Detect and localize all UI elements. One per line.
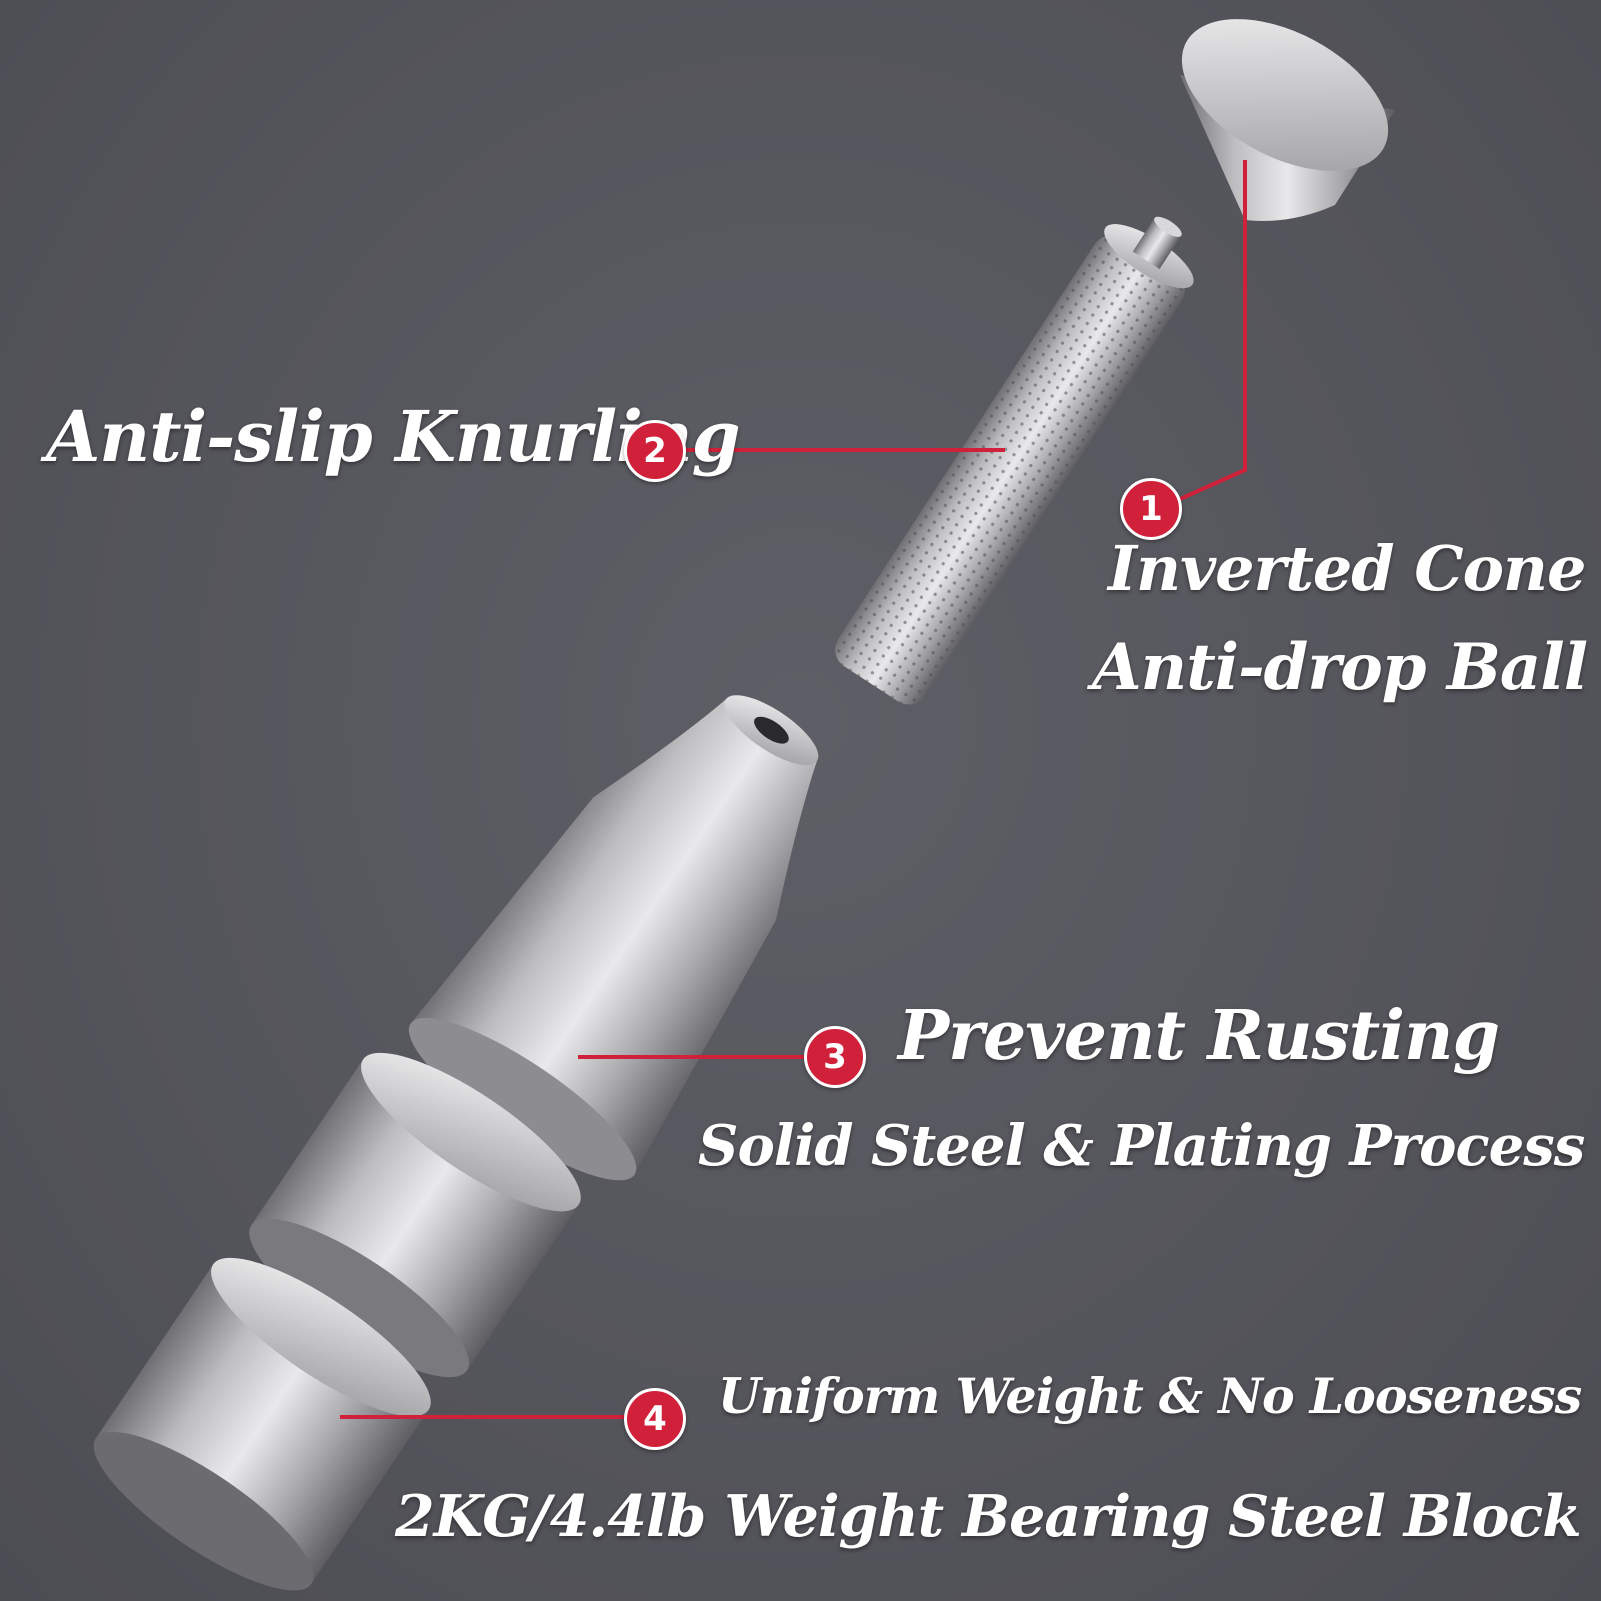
callout-3-line-2: Solid Steel & Plating Process [698,1113,1585,1179]
callout-number-badge: 2 [624,420,686,482]
cone-cap-part [1180,19,1395,221]
callout-number-badge: 1 [1120,478,1182,540]
steel-block-part [93,1257,431,1591]
callout-3-line-1: Prevent Rusting [898,996,1500,1076]
leader-line-1 [1159,160,1247,510]
callout-1-line-1: Inverted Cone [1108,532,1586,605]
callout-1-line-2: Anti-drop Ball [1092,630,1588,705]
callout-number-badge: 3 [804,1026,866,1088]
knurled-handle-part [835,216,1194,705]
tapered-body-part [408,695,819,1181]
callout-4-line-2: 2KG/4.4lb Weight Bearing Steel Block [395,1483,1582,1550]
callout-4-line-1: Uniform Weight & No Looseness [718,1367,1582,1425]
steel-block-part [249,1052,581,1378]
callout-number-badge: 4 [624,1388,686,1450]
